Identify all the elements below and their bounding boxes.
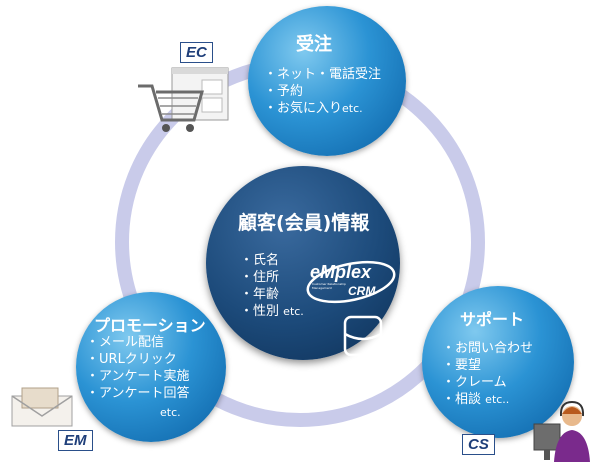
shopping-cart-icon [138,67,229,132]
order-circle: 受注 ネット・電話受注 予約 お気に入りetc. [248,6,406,156]
list-item: クレーム [442,374,533,391]
ec-icon-group: EC [132,40,242,140]
list-item: 年齢 [240,286,304,303]
emplex-tagline: Customer Relationship Management [312,282,346,290]
list-item: 相談 etc.. [442,391,533,408]
cs-icon-group: CS [462,398,596,466]
list-item: お気に入りetc. [264,100,381,117]
list-item: URLクリック [86,351,190,368]
order-title: 受注 [296,34,332,55]
list-item: ネット・電話受注 [264,66,381,83]
cs-badge: CS [462,434,495,455]
list-item: 予約 [264,83,381,100]
list-item: アンケート実施 [86,368,189,385]
list-item: アンケート回答 [86,385,189,402]
envelope-icon [11,387,73,427]
customer-info-circle: 顧客(会員)情報 氏名 住所 年齢 性別 etc. eMplex Custome… [206,166,400,360]
list-item: 氏名 [240,252,304,269]
list-item: メール配信 [86,334,190,351]
em-icon-group: EM [6,386,116,460]
support-items: お問い合わせ 要望 クレーム 相談 etc.. [442,340,533,408]
emplex-product: CRM [348,284,376,298]
promotion-etc: etc. [160,406,181,419]
operator-icon [533,400,590,462]
list-item: 住所 [240,269,304,286]
promotion-title: プロモーション [94,316,206,335]
customer-info-title: 顧客(会員)情報 [238,212,370,234]
support-title: サポート [460,310,525,329]
list-item: お問い合わせ [442,340,533,357]
order-items: ネット・電話受注 予約 お気に入りetc. [264,66,381,117]
em-badge: EM [58,430,93,451]
support-circle: サポート お問い合わせ 要望 クレーム 相談 etc.. [422,286,574,438]
list-item: 性別 etc. [240,303,304,320]
customer-info-items: 氏名 住所 年齢 性別 etc. [240,252,304,320]
promotion-circle: プロモーション メール配信 URLクリック アンケート実施 アンケート回答 et… [76,292,226,442]
emplex-brand: eMplex [310,262,372,282]
promotion-items: メール配信 URLクリック アンケート実施 アンケート回答 [86,334,190,402]
emplex-logo: eMplex Customer Relationship Management … [304,256,398,306]
list-item: 要望 [442,357,533,374]
database-icon [343,315,383,357]
emplex-swoosh-icon [306,260,396,304]
ec-badge: EC [180,42,213,63]
